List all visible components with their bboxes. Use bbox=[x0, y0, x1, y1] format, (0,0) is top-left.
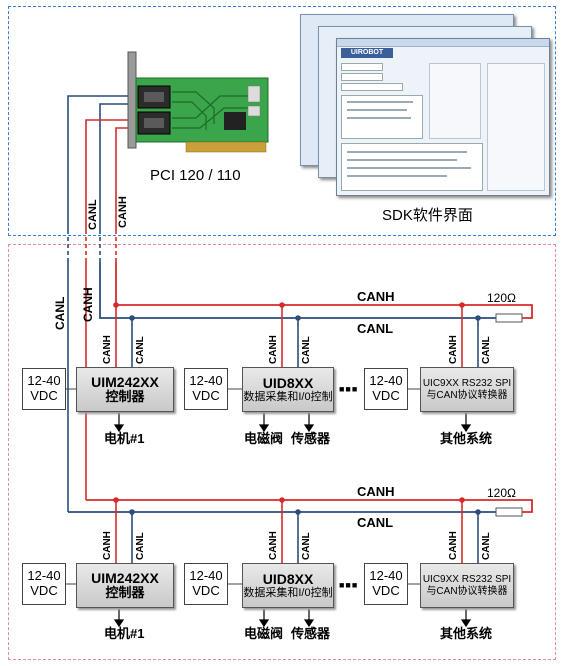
terminator-label-2: 120Ω bbox=[487, 486, 516, 500]
below-label-2-1: 电机#1 bbox=[104, 626, 145, 641]
drop-canh-2-3: CANH bbox=[448, 531, 459, 560]
device-uid8xx-2: UID8XX 数据采集和I/0控制 bbox=[242, 563, 334, 608]
below-label-1-2a: 电磁阀 bbox=[244, 431, 284, 446]
below-label-2-3: 其他系统 bbox=[440, 626, 493, 641]
drop-canh-2-1: CANH bbox=[102, 531, 113, 560]
canh-label-2: CANH bbox=[357, 484, 395, 499]
below-label-1-1: 电机#1 bbox=[104, 431, 145, 446]
canh-label-1: CANH bbox=[357, 289, 395, 304]
drop-canl-2-2: CANL bbox=[301, 532, 312, 560]
sdk-window-front: UIROBOT bbox=[336, 38, 550, 196]
terminator-resistor-2 bbox=[495, 507, 523, 517]
below-label-1-2b: 传感器 bbox=[291, 431, 331, 446]
drop-canl-1-1: CANL bbox=[135, 336, 146, 364]
cable-label-canl-top: CANL bbox=[87, 199, 99, 230]
pc-region bbox=[8, 6, 556, 236]
terminator-label-1: 120Ω bbox=[487, 291, 516, 305]
drop-canl-1-2: CANL bbox=[301, 336, 312, 364]
below-label-1-3: 其他系统 bbox=[440, 431, 493, 446]
drop-canl-2-3: CANL bbox=[481, 532, 492, 560]
drop-canh-2-2: CANH bbox=[268, 531, 279, 560]
device-uim242xx-2: UIM242XX 控制器 bbox=[76, 563, 174, 608]
terminator-resistor-1 bbox=[495, 313, 523, 323]
cable-label-canh-left: CANH bbox=[81, 287, 95, 322]
drop-canl-1-3: CANL bbox=[481, 336, 492, 364]
canl-label-2: CANL bbox=[357, 515, 394, 530]
drop-canh-1-1: CANH bbox=[102, 335, 113, 364]
below-label-2-2b: 传感器 bbox=[291, 626, 331, 641]
canh-bus-2 bbox=[86, 499, 533, 513]
pci-card-label: PCI 120 / 110 bbox=[150, 167, 241, 184]
device-uim242xx-1: UIM242XX 控制器 bbox=[76, 367, 174, 412]
sdk-ui-label: SDK软件界面 bbox=[382, 207, 473, 224]
network-region bbox=[8, 244, 556, 660]
below-label-2-2a: 电磁阀 bbox=[244, 626, 284, 641]
ellipsis-1: ■■■ bbox=[339, 384, 359, 394]
canl-label-1: CANL bbox=[357, 321, 394, 336]
cable-label-canh-top: CANH bbox=[117, 196, 129, 228]
device-uid8xx-1: UID8XX 数据采集和I/0控制 bbox=[242, 367, 334, 412]
ellipsis-2: ■■■ bbox=[339, 580, 359, 590]
device-uic9xx-1: UIC9XX RS232 SPI 与CAN协议转换器 bbox=[420, 367, 514, 412]
drop-canh-1-3: CANH bbox=[448, 335, 459, 364]
device-uic9xx-2: UIC9XX RS232 SPI 与CAN协议转换器 bbox=[420, 563, 514, 608]
canh-bus-1 bbox=[115, 262, 533, 319]
canl-bus-1 bbox=[99, 262, 496, 319]
drop-canl-2-1: CANL bbox=[135, 532, 146, 560]
sdk-brand-logo: UIROBOT bbox=[341, 48, 393, 58]
drop-canh-1-2: CANH bbox=[268, 335, 279, 364]
pci-bracket bbox=[127, 51, 137, 149]
cable-label-canl-left: CANL bbox=[53, 296, 67, 330]
